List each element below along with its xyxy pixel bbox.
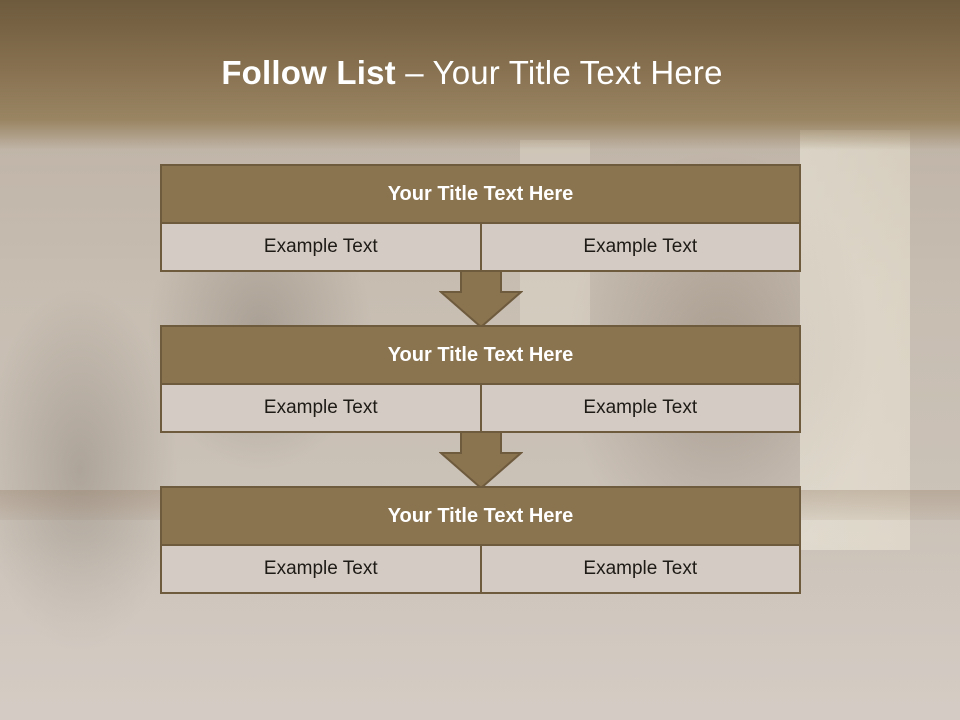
list-block-1: Your Title Text Here Example Text Exampl… <box>160 164 801 272</box>
down-arrow-icon <box>439 270 523 328</box>
header-band <box>0 0 960 150</box>
slide-title: Follow List – Your Title Text Here <box>0 54 944 92</box>
block-row: Example Text Example Text <box>162 546 799 592</box>
block-cell-right: Example Text <box>479 224 799 270</box>
block-title: Your Title Text Here <box>162 488 799 546</box>
block-cell-left: Example Text <box>162 385 480 431</box>
list-block-2: Your Title Text Here Example Text Exampl… <box>160 325 801 433</box>
slide-title-rest: – Your Title Text Here <box>395 54 723 91</box>
block-cell-right: Example Text <box>479 385 799 431</box>
block-title: Your Title Text Here <box>162 166 799 224</box>
background-window-light <box>800 130 910 550</box>
block-row: Example Text Example Text <box>162 224 799 270</box>
list-block-3: Your Title Text Here Example Text Exampl… <box>160 486 801 594</box>
block-cell-left: Example Text <box>162 224 480 270</box>
block-row: Example Text Example Text <box>162 385 799 431</box>
slide-title-bold: Follow List <box>221 54 396 91</box>
down-arrow-icon <box>439 431 523 489</box>
block-cell-left: Example Text <box>162 546 480 592</box>
block-cell-right: Example Text <box>479 546 799 592</box>
block-title: Your Title Text Here <box>162 327 799 385</box>
